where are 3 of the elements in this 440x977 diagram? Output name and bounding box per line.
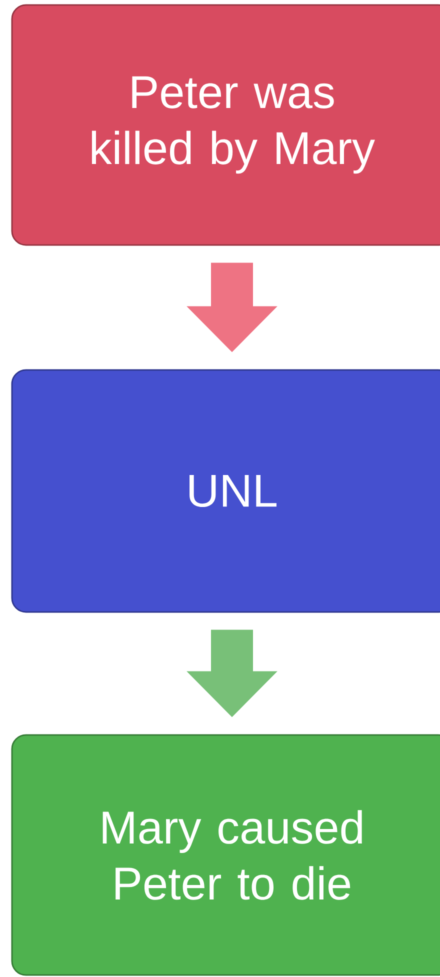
process-box: UNL [11, 369, 440, 613]
process-box: Peter was killed by Mary [11, 4, 440, 246]
process-box: Mary caused Peter to die [11, 734, 440, 976]
